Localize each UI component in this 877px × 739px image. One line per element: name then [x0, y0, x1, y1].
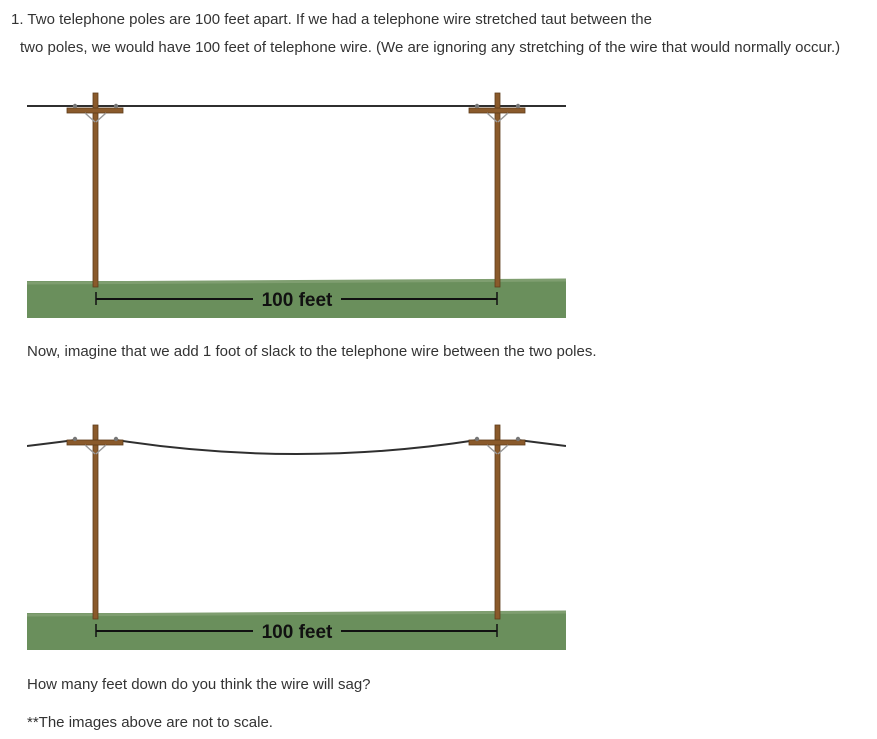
question-line-2: two poles, we would have 100 feet of tel…	[20, 39, 841, 56]
slack-statement: Now, imagine that we add 1 foot of slack…	[27, 343, 597, 360]
scale-note: **The images above are not to scale.	[27, 714, 273, 731]
telephone-pole-right	[468, 92, 526, 288]
distance-label: 100 feet	[262, 290, 333, 311]
slack-wire-illustration: 100 feet	[27, 424, 566, 650]
telephone-pole-left	[66, 92, 124, 288]
taut-wire-illustration: 100 feet	[27, 92, 566, 318]
grass-edge	[27, 610, 566, 617]
telephone-pole-left	[66, 424, 124, 620]
distance-label: 100 feet	[262, 622, 333, 643]
figure-slack-wire: 100 feet	[27, 422, 566, 650]
grass-edge	[27, 278, 566, 285]
telephone-pole-right	[468, 424, 526, 620]
distance-measure: 100 feet	[95, 290, 498, 311]
sag-question: How many feet down do you think the wire…	[27, 676, 371, 693]
question-line-1: 1. Two telephone poles are 100 feet apar…	[11, 11, 652, 28]
sagging-wire	[115, 439, 478, 455]
figure-taut-wire: 100 feet	[27, 90, 566, 318]
distance-measure: 100 feet	[95, 622, 498, 643]
